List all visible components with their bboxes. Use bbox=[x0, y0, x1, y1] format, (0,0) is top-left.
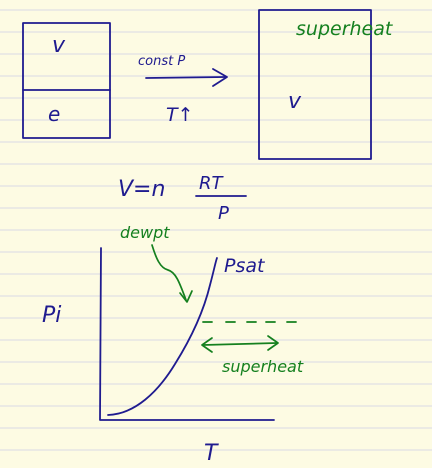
ideal-gas-equation: V=n RT P bbox=[118, 173, 247, 224]
after-container bbox=[258, 9, 372, 160]
equation-denominator: P bbox=[218, 203, 229, 224]
saturation-curve bbox=[107, 257, 218, 416]
before-state-box: v e bbox=[22, 22, 111, 139]
ruled-lines bbox=[0, 9, 432, 451]
after-vapor-symbol: v bbox=[288, 89, 302, 114]
pressure-axis-label: Pi bbox=[42, 303, 61, 328]
equation-numerator: RT bbox=[199, 173, 225, 194]
psat-label: Psat bbox=[224, 255, 266, 277]
before-liquid-symbol: e bbox=[48, 102, 60, 126]
temperature-axis-label: T bbox=[204, 441, 219, 466]
dewpoint-arrow-shaft bbox=[151, 244, 187, 301]
before-container bbox=[22, 22, 111, 139]
superheat-arrow-shaft bbox=[202, 342, 278, 346]
process-arrow-group: const P T↑ bbox=[138, 54, 228, 126]
const-p-label: const P bbox=[138, 54, 185, 69]
dewpoint-label: dewpt bbox=[120, 223, 170, 242]
superheat-arrowhead-right bbox=[267, 335, 279, 351]
process-arrow-shaft bbox=[145, 76, 227, 79]
superheat-arrowhead-left bbox=[201, 337, 213, 353]
process-arrowhead bbox=[212, 68, 228, 87]
after-state-box: v superheat bbox=[258, 9, 394, 160]
saturation-graph: Psat Pi T dewpt superheat bbox=[42, 223, 304, 466]
temperature-increase-label: T↑ bbox=[166, 104, 194, 126]
before-vapor-symbol: v bbox=[52, 33, 66, 58]
dewpoint-arrowhead bbox=[179, 290, 193, 303]
graph-axes bbox=[99, 247, 275, 421]
equation-lhs: V=n bbox=[118, 177, 165, 202]
superheat-annotation-top: superheat bbox=[296, 18, 394, 40]
superheat-annotation-graph: superheat bbox=[222, 357, 304, 376]
